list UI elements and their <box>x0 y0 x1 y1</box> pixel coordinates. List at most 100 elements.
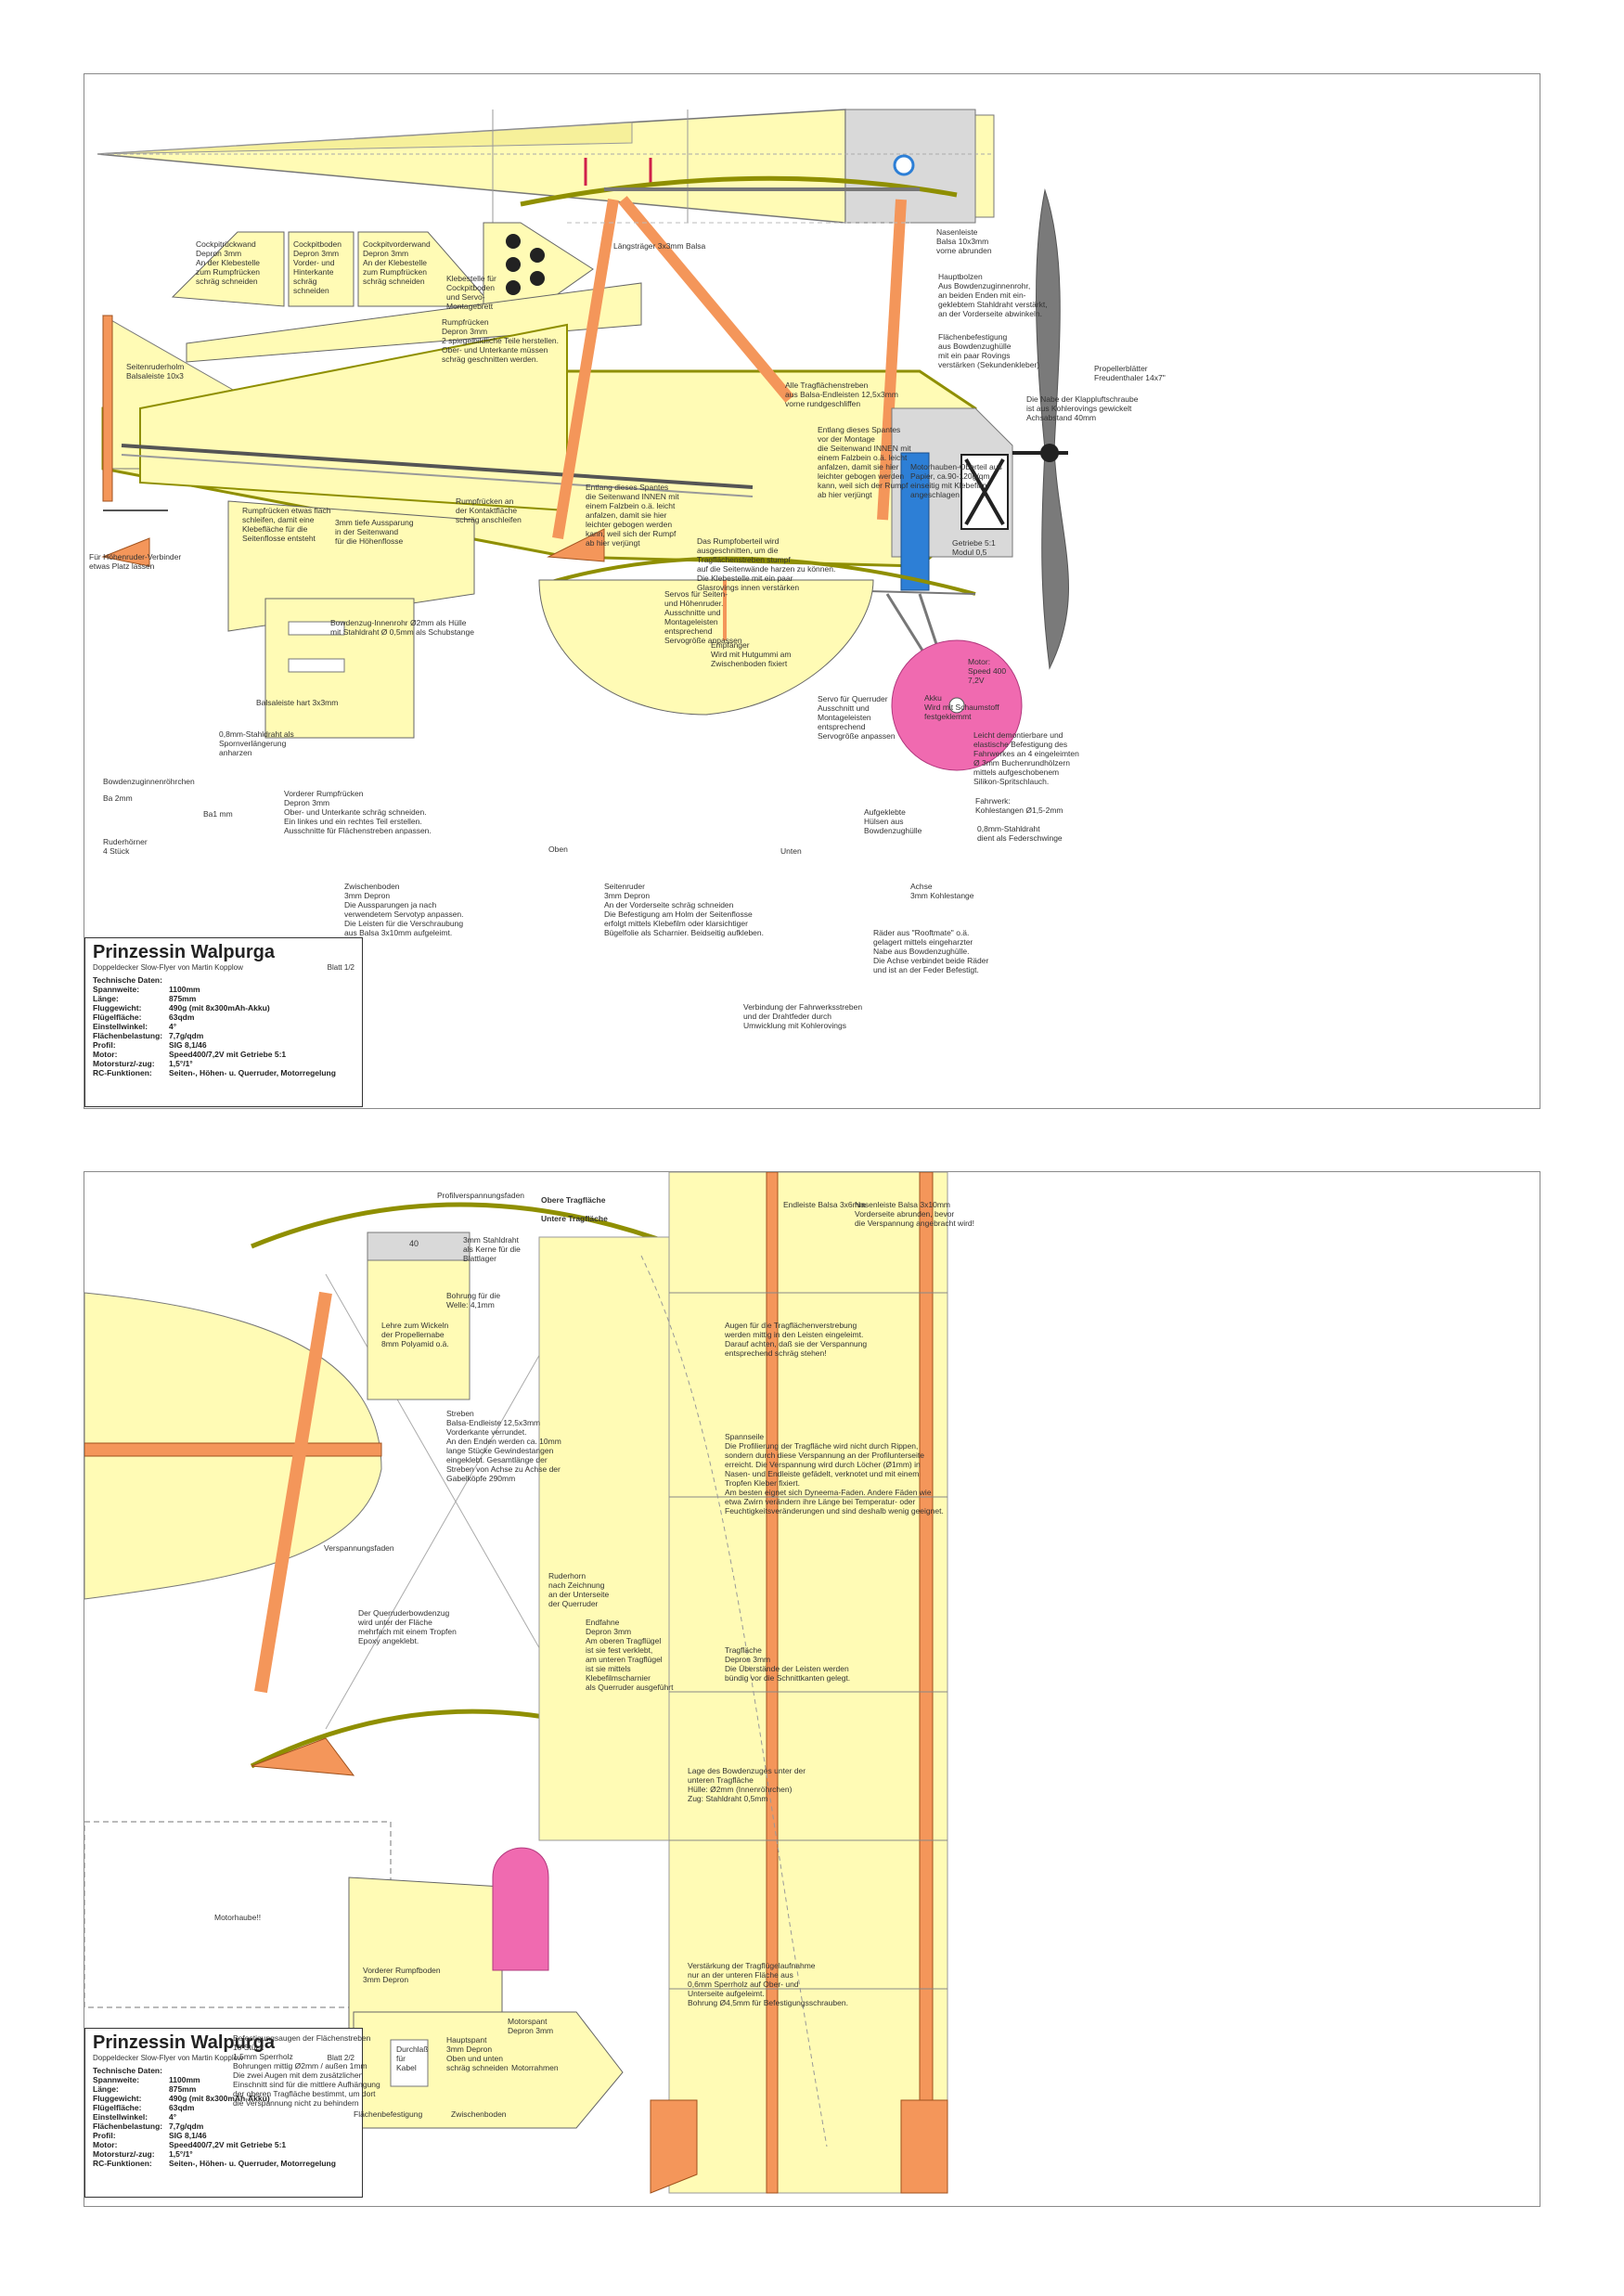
label-vorderer-rumpfboden: Vorderer Rumpfboden 3mm Depron <box>363 1966 441 1984</box>
label-spannseile: Spannseile Die Profilierung der Tragfläc… <box>725 1432 944 1516</box>
label-durchlass: Durchlaß für Kabel <box>396 2044 429 2072</box>
spec-value: 1100mm <box>169 2075 200 2084</box>
wing-root-bracket-left <box>650 2099 698 2194</box>
label-klebestelle: Klebestelle für Cockpitboden und Servo- … <box>446 274 496 311</box>
spec-value: 63qdm <box>169 2103 195 2112</box>
label-lehre: Lehre zum Wickeln der Propellernabe 8mm … <box>381 1321 449 1348</box>
label-bohrung: Bohrung für die Welle: 4,1mm <box>446 1291 501 1309</box>
strut-left <box>254 1291 332 1694</box>
spec-key: Motor: <box>93 2140 118 2149</box>
spec-value: Seiten-, Höhen- u. Querruder, Motorregel… <box>169 2159 336 2168</box>
label-verbindung: Verbindung der Fahrwerksstreben und der … <box>743 1002 863 1030</box>
label-querruderbowdenzug: Der Querruderbowdenzug wird unter der Fl… <box>358 1608 457 1645</box>
label-servo-querruder: Servo für Querruder Ausschnitt und Monta… <box>818 694 896 741</box>
title-block-sheet-1: Prinzessin Walpurga Doppeldecker Slow-Fl… <box>84 937 363 1107</box>
label-fahrwerk: Fahrwerk: Kohlestangen Ø1,5-2mm <box>975 796 1063 815</box>
label-verstaerkung: Verstärkung der Tragflügelaufnahme nur a… <box>688 1961 848 2007</box>
label-nabe: Die Nabe der Klappluftschraube ist aus K… <box>1026 394 1139 422</box>
lower-wing-rib <box>251 1737 355 1776</box>
label-flaechenbefestigung: Flächenbefestigung aus Bowdenzughülle mi… <box>938 332 1040 369</box>
spec-key: Profil: <box>93 2131 116 2140</box>
spec-key: Fluggewicht: <box>93 2094 142 2103</box>
spec-value: 490g (mit 8x300mAh-Akku) <box>169 1003 270 1013</box>
spec-value: 7,7g/qdm <box>169 1031 204 1040</box>
label-leicht-demontierbar: Leicht demontierbare und elastische Befe… <box>973 730 1079 786</box>
spec-value: 1,5°/1° <box>169 1059 193 1068</box>
spec-value: 4° <box>169 2112 177 2122</box>
wing-root-bracket-right <box>900 2099 948 2194</box>
spec-key: Motorsturz/-zug: <box>93 2149 155 2159</box>
spec-value: 875mm <box>169 994 197 1003</box>
label-ruderhoerner: Ruderhörner 4 Stück <box>103 837 148 856</box>
label-tragflaeche: Tragfläche Depron 3mm Die Überstände der… <box>725 1645 851 1683</box>
sheet-2-drawing <box>84 1172 948 2194</box>
endleiste-spar <box>766 1172 779 2194</box>
label-obere-tragflaeche: Obere Tragfläche <box>541 1195 606 1205</box>
label-stahldraht-2: 3mm Stahldraht als Kerne für die Blattla… <box>463 1235 521 1263</box>
label-nasenleiste-2: Nasenleiste Balsa 3x10mm Vorderseite abr… <box>855 1200 975 1228</box>
label-bowdenzugrohr: Bowdenzuginnenröhrchen <box>103 777 195 786</box>
label-raeder: Räder aus "Rooftmate" o.ä. gelagert mitt… <box>873 928 989 974</box>
plan-sheet-1: Prinzessin Walpurga Doppeldecker Slow-Fl… <box>84 73 1540 1109</box>
label-motor: Motor: Speed 400 7,2V <box>968 657 1007 685</box>
battery <box>900 452 930 591</box>
spec-key: Spannweite: <box>93 2075 140 2084</box>
label-unten: Unten <box>780 846 802 856</box>
label-stahldraht: 0,8mm-Stahldraht als Spornverlängerung a… <box>219 729 294 757</box>
spec-value: 4° <box>169 1022 177 1031</box>
label-motorhaube-2: Motorhaube!! <box>214 1913 262 1922</box>
cockpitrueckwand-part <box>171 231 285 307</box>
spec-value: Seiten-, Höhen- u. Querruder, Motorregel… <box>169 1068 336 1077</box>
spec-key: Fluggewicht: <box>93 1003 142 1013</box>
upper-wing-profile <box>520 175 958 207</box>
label-aufgeklebte: Aufgeklebte Hülsen aus Bowdenzughülle <box>864 807 922 835</box>
spec-value: SIG 8,1/46 <box>169 2131 207 2140</box>
label-motorrahmen: Motorrahmen <box>511 2063 559 2072</box>
rumpfruecken-part <box>186 282 642 363</box>
cockpitboden-part <box>288 231 354 307</box>
drawing-title: Prinzessin Walpurga <box>93 942 275 962</box>
spec-value: 1100mm <box>169 985 200 994</box>
label-servos: Servos für Seiten- und Höhenruder. Aussc… <box>664 589 742 645</box>
spec-key: Einstellwinkel: <box>93 1022 148 1031</box>
label-achse: Achse 3mm Kohlestange <box>910 882 974 900</box>
motorspant-part <box>492 1847 549 1971</box>
lower-wing-profile <box>548 556 976 596</box>
label-flaechenbefestigung-2: Flächenbefestigung <box>354 2109 423 2119</box>
label-endleiste: Endleiste Balsa 3x6mm <box>783 1200 866 1209</box>
label-oben: Oben <box>548 845 568 854</box>
label-rumpfoberteil: Das Rumpfoberteil wird ausgeschnitten, u… <box>697 536 836 592</box>
upper-wing-arc <box>251 1202 679 1249</box>
label-profilverspannung: Profilverspannungsfaden <box>437 1191 525 1200</box>
label-vorderer-rumpfruecken: Vorderer Rumpfrücken Depron 3mm Ober- un… <box>284 789 432 835</box>
label-verspannungsfaden: Verspannungsfaden <box>324 1543 394 1553</box>
label-motorhaube: Motorhauben-Oberteil aus Papier, ca.90-1… <box>910 462 1002 499</box>
specs-heading: Technische Daten: <box>93 2066 162 2075</box>
label-rumpfruecken: Rumpfrücken Depron 3mm 2 spiegelbildlich… <box>442 317 560 364</box>
label-hauptbolzen: Hauptbolzen Aus Bowdenzuginnenrohr, an b… <box>938 272 1048 318</box>
label-streben: Alle Tragflächenstreben aus Balsa-Endlei… <box>785 381 898 408</box>
tail-skid <box>547 528 605 562</box>
label-federschwinge: 0,8mm-Stahldraht dient als Federschwinge <box>977 824 1063 843</box>
spec-key: Länge: <box>93 2084 119 2094</box>
label-cockpitboden: Cockpitboden Depron 3mm Vorder- und Hint… <box>293 239 342 295</box>
spec-value: 63qdm <box>169 1013 195 1022</box>
gauge-dimension-40: 40 <box>409 1239 419 1248</box>
label-ba1: Ba1 mm <box>203 809 233 819</box>
label-cockpitrueckwand: Cockpitrückwand Depron 3mm An der Klebes… <box>196 239 260 286</box>
label-laengstraeger: Längsträger 3x3mm Balsa <box>613 241 706 251</box>
label-streben-2: Streben Balsa-Endleiste 12,5x3mm Vorderk… <box>446 1409 561 1483</box>
spec-value: 1,5°/1° <box>169 2149 193 2159</box>
label-zwischenboden: Zwischenboden 3mm Depron Die Aussparunge… <box>344 882 464 937</box>
spec-value: Speed400/7,2V mit Getriebe 5:1 <box>169 2140 287 2149</box>
label-aussparung: 3mm tiefe Aussparung in der Seitenwand f… <box>335 518 414 546</box>
label-zwischenboden-2: Zwischenboden <box>451 2109 507 2119</box>
label-hoehenruder-verbinder: Für Höhenruder-Verbinder etwas Platz las… <box>89 552 182 571</box>
label-akku: Akku Wird mit Schaumstoff festgeklemmt <box>924 693 999 721</box>
label-motorspant: Motorspant Depron 3mm <box>508 2017 554 2035</box>
drawing-subtitle: Doppeldecker Slow-Flyer von Martin Koppl… <box>93 2054 243 2062</box>
spec-value: SIG 8,1/46 <box>169 1040 207 1050</box>
spec-key: Länge: <box>93 994 119 1003</box>
label-untere-tragflaeche: Untere Tragfläche <box>541 1214 608 1223</box>
spec-key: RC-Funktionen: <box>93 2159 152 2168</box>
